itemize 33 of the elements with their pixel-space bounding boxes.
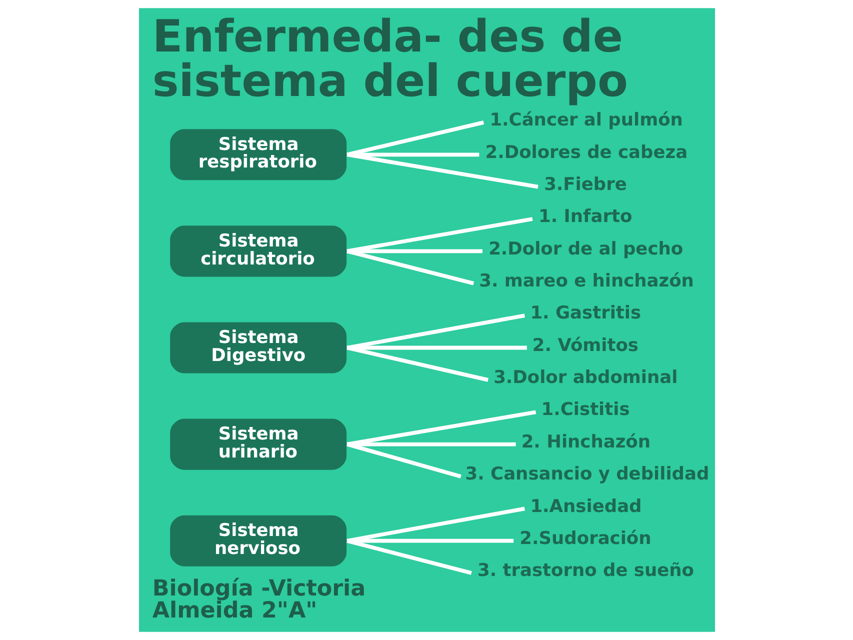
connector: [346, 152, 538, 189]
node-text: 3.Dolor abdominal: [493, 368, 678, 388]
node-text: 1.Cáncer al pulmón: [489, 110, 682, 131]
connector: [346, 346, 526, 350]
node-box: Sistema circulatorio: [170, 226, 346, 277]
node-box: Sistema Digestivo: [170, 322, 346, 374]
connector: [346, 442, 516, 446]
node-text: 1. Gastritis: [530, 304, 641, 324]
node-text: 3.Fiebre: [544, 174, 626, 195]
connector: [346, 314, 525, 350]
node-text: 3. mareo e hinchazón: [478, 271, 694, 292]
connector: [346, 538, 514, 543]
node-text: 2.Sudoración: [519, 528, 651, 549]
node-text: 1.Ansiedad: [530, 496, 642, 517]
connector: [346, 506, 525, 543]
diagram-title: Enfermeda- des de sistema del cuerpo: [152, 11, 628, 107]
node-text: 2.Dolor de al pecho: [488, 239, 683, 260]
label: Biología -Victoria Almeida 2"A": [152, 575, 366, 624]
node-box: Sistema respiratorio: [170, 129, 346, 180]
node-text: 2. Hinchazón: [520, 432, 650, 452]
node-text: 2. Vómitos: [532, 336, 638, 356]
node-box: Sistema nervioso: [170, 515, 346, 566]
node-text: 3. trastorno de sueño: [476, 561, 694, 582]
node-text: 3. Cansancio y debilidad: [464, 464, 709, 485]
node-box: Sistema urinario: [170, 418, 346, 470]
connector: [346, 410, 536, 446]
node-text: 1. Infarto: [538, 207, 632, 228]
node-text: 2.Dolores de cabeza: [484, 142, 688, 163]
connector: [346, 120, 484, 157]
connector: [346, 152, 479, 157]
connector: [346, 217, 532, 254]
node-text: 1.Cistitis: [540, 400, 630, 420]
connector: [346, 249, 482, 254]
